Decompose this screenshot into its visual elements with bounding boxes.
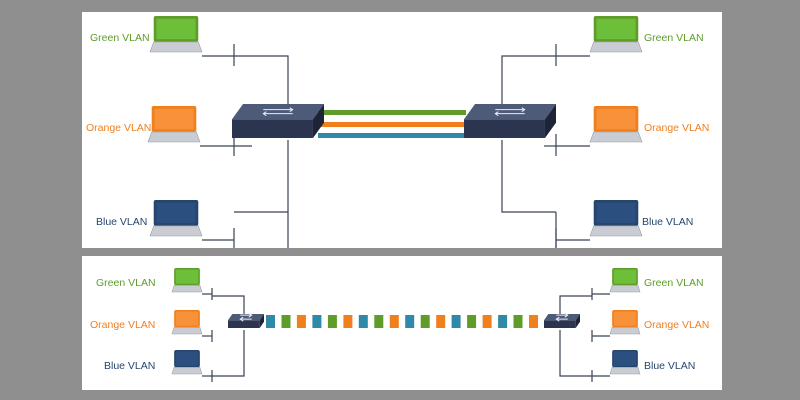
- right-orange-laptop-icon: [609, 310, 641, 335]
- left-green-laptop-icon: [149, 16, 203, 53]
- right-uplink-cable: [559, 295, 592, 314]
- left-uplink-cable: [234, 140, 289, 213]
- right-blue-vlan-label: Blue VLAN: [644, 360, 696, 372]
- left-green-vlan-label: Green VLAN: [90, 32, 150, 44]
- right-uplink-cable: [501, 140, 556, 213]
- left-uplink-cable: [212, 330, 245, 377]
- left-orange-laptop-icon: [147, 106, 201, 143]
- left-switch-icon: [228, 312, 264, 328]
- right-uplink-cable: [501, 55, 556, 110]
- orange-frame: [343, 315, 353, 328]
- right-green-vlan-label: Green VLAN: [644, 277, 704, 289]
- right-uplink-cable: [559, 330, 592, 377]
- green-frame: [467, 315, 477, 328]
- blue-frame: [312, 315, 322, 328]
- right-orange-laptop-icon: [589, 106, 643, 143]
- left-blue-laptop-icon: [149, 200, 203, 237]
- blue-frame: [266, 315, 275, 328]
- trunk-link-diagram: Green VLAN Orange VLAN Blue VLAN Green V…: [82, 256, 722, 390]
- blue-frame: [358, 315, 368, 328]
- orange-frame: [389, 315, 399, 328]
- trunk-link-canvas: [171, 268, 641, 382]
- left-blue-laptop-icon: [171, 350, 203, 375]
- green-frame: [281, 315, 291, 328]
- right-switch-icon: [464, 104, 556, 138]
- right-green-vlan-label: Green VLAN: [644, 32, 704, 44]
- orange-link: [318, 122, 466, 127]
- green-frame: [513, 315, 523, 328]
- green-frame: [327, 315, 337, 328]
- orange-frame: [529, 315, 538, 328]
- blue-frame: [405, 315, 415, 328]
- teal-link: [318, 133, 466, 138]
- green-frame: [420, 315, 430, 328]
- left-green-vlan-label: Green VLAN: [96, 277, 156, 289]
- green-link: [318, 110, 466, 115]
- left-uplink-cable: [212, 295, 245, 314]
- right-orange-vlan-label: Orange VLAN: [644, 319, 710, 331]
- right-blue-laptop-icon: [609, 350, 641, 375]
- blue-frame: [498, 315, 508, 328]
- left-green-laptop-icon: [171, 268, 203, 293]
- left-orange-vlan-label: Orange VLAN: [90, 319, 156, 331]
- right-switch-icon: [544, 312, 580, 328]
- left-uplink-cable: [234, 55, 289, 110]
- right-green-laptop-icon: [589, 16, 643, 53]
- orange-frame: [482, 315, 492, 328]
- orange-frame: [436, 315, 446, 328]
- left-blue-vlan-label: Blue VLAN: [96, 216, 148, 228]
- left-orange-laptop-icon: [171, 310, 203, 335]
- right-blue-laptop-icon: [589, 200, 643, 237]
- separate-links-diagram: Green VLAN Orange VLAN Blue VLAN Green V…: [82, 12, 722, 248]
- green-frame: [374, 315, 384, 328]
- blue-frame: [451, 315, 461, 328]
- separate-links-canvas: [147, 16, 643, 248]
- right-blue-vlan-label: Blue VLAN: [642, 216, 694, 228]
- right-green-laptop-icon: [609, 268, 641, 293]
- left-blue-vlan-label: Blue VLAN: [104, 360, 156, 372]
- left-orange-vlan-label: Orange VLAN: [86, 122, 152, 134]
- right-orange-vlan-label: Orange VLAN: [644, 122, 710, 134]
- orange-frame: [296, 315, 306, 328]
- left-switch-icon: [232, 104, 324, 138]
